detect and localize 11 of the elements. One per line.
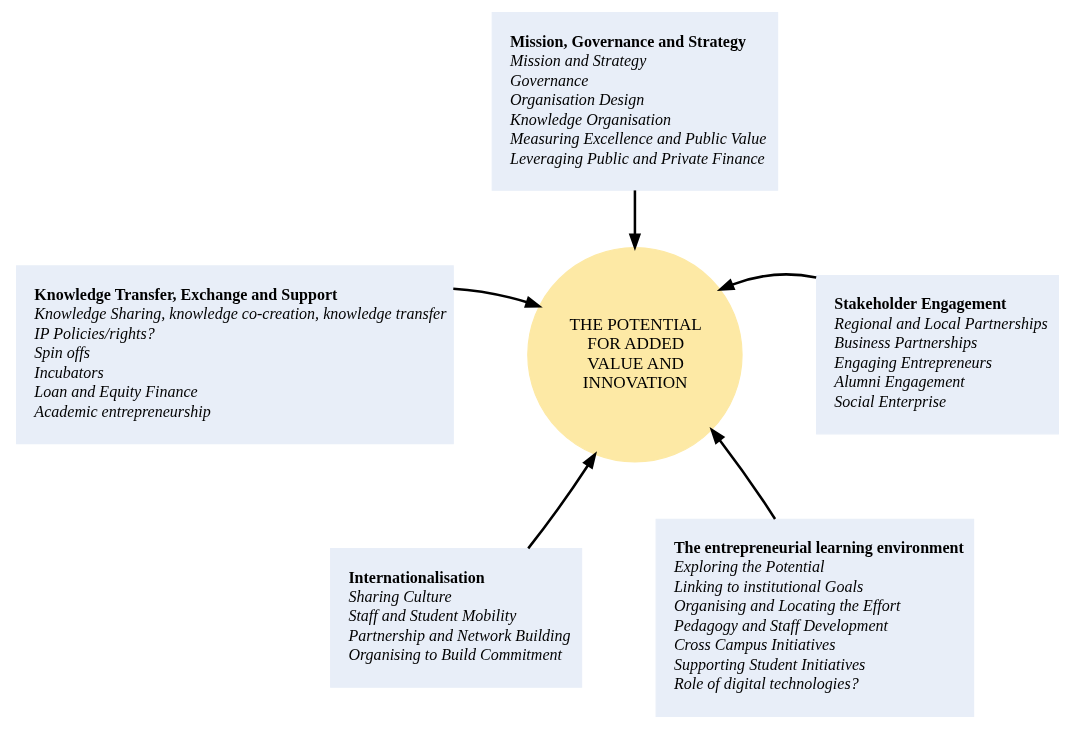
node-box: Knowledge Transfer, Exchange and Support Knowledge Sharing, knowledge co-creation, knowledge transfer IP Policies/rights? Spin offs Incubators Loan and Equity Finance Academic entrepreneurship bbox=[16, 265, 454, 445]
arrow bbox=[453, 287, 543, 308]
arrow bbox=[527, 451, 597, 550]
arrow bbox=[709, 426, 777, 520]
node-box: The entrepreneurial learning environment Exploring the Potential Linking to institutional Goals Organising and Locating the Effort Pedagogy and Staff Development Cross Campus Initiatives Supporting Student Initiatives Role of digital technologies? bbox=[655, 518, 975, 717]
arrow bbox=[628, 190, 642, 252]
node-box: Internationalisation Sharing Culture Staff and Student Mobility Partnership and Network Building Organising to Build Commitment bbox=[330, 547, 583, 688]
node-box: Stakeholder Engagement Regional and Local Partnerships Business Partnerships Engaging Entrepreneurs Alumni Engagement Social Enterprise bbox=[816, 275, 1059, 435]
node-circle: THE POTENTIAL FOR ADDED VALUE AND INNOVATION bbox=[527, 247, 743, 463]
node-box: Mission, Governance and Strategy Mission and Strategy Governance Organisation Design Knowledge Organisation Measuring Excellence and Public Value Leveraging Public and Private Finance bbox=[491, 12, 779, 191]
arrow bbox=[716, 273, 817, 292]
